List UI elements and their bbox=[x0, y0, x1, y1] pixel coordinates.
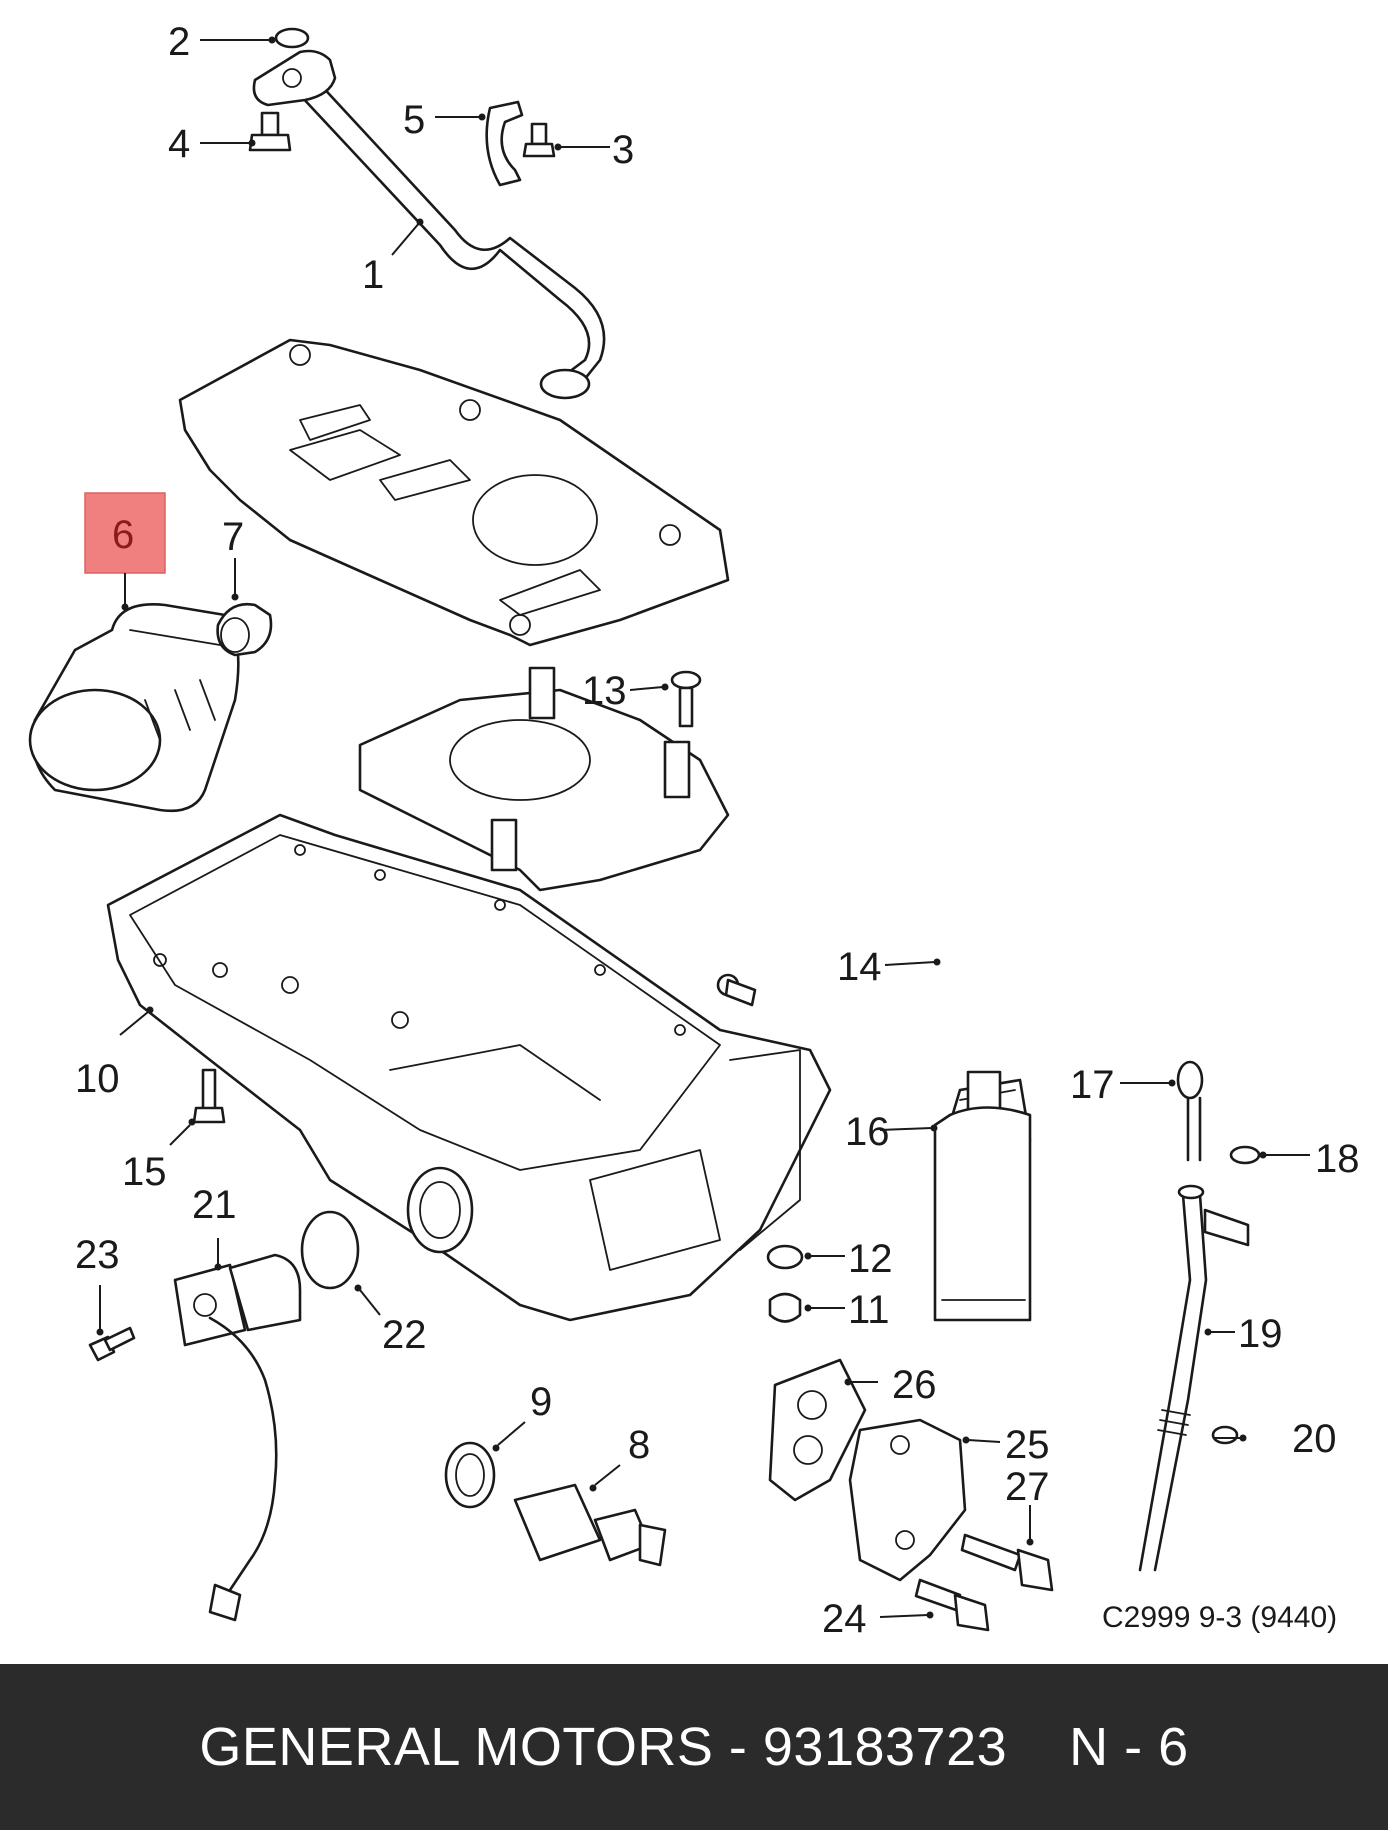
part-bolt-27 bbox=[960, 1533, 1054, 1592]
part-oil-pan bbox=[106, 813, 832, 1322]
part-sealant-tube-16 bbox=[933, 1070, 1032, 1322]
part-bolt-15 bbox=[192, 1068, 226, 1124]
label-7: 7 bbox=[222, 515, 244, 559]
part-baffle-upper bbox=[178, 338, 730, 647]
label-13: 13 bbox=[582, 669, 627, 713]
part-seal-9 bbox=[444, 1441, 496, 1509]
part-dipstick-17 bbox=[1176, 1060, 1204, 1162]
label-3: 3 bbox=[612, 128, 634, 172]
part-sensor-21 bbox=[173, 1253, 302, 1622]
part-bolt-3 bbox=[522, 122, 556, 158]
part-seal-22 bbox=[300, 1210, 360, 1290]
label-17: 17 bbox=[1070, 1063, 1115, 1107]
label-8: 8 bbox=[628, 1423, 650, 1467]
part-oil-pipe bbox=[252, 27, 606, 400]
part-bolt-4 bbox=[248, 111, 292, 152]
label-19: 19 bbox=[1238, 1312, 1283, 1356]
highlight-box bbox=[84, 492, 166, 574]
part-oring-18 bbox=[1229, 1145, 1261, 1165]
parts-diagram: 2 4 5 3 1 6 7 13 14 10 15 16 17 18 12 11… bbox=[28, 20, 1360, 1641]
part-washer-12 bbox=[766, 1244, 804, 1270]
label-4: 4 bbox=[168, 122, 190, 166]
part-labels: 2 4 5 3 1 6 7 13 14 10 15 16 17 18 12 11… bbox=[75, 20, 1360, 1641]
part-baffle-lower bbox=[358, 666, 730, 892]
part-plug-11 bbox=[768, 1292, 802, 1323]
label-6: 6 bbox=[112, 513, 134, 557]
label-10: 10 bbox=[75, 1057, 120, 1101]
part-bolt-pan bbox=[716, 973, 757, 1007]
part-oring-20 bbox=[1211, 1425, 1239, 1445]
label-2: 2 bbox=[168, 20, 190, 64]
footer-bar: GENERAL MOTORS - 93183723 N - 6 bbox=[0, 1664, 1388, 1830]
label-9: 9 bbox=[530, 1380, 552, 1424]
part-nipple-7 bbox=[216, 602, 273, 657]
label-12: 12 bbox=[848, 1237, 893, 1281]
label-26: 26 bbox=[892, 1363, 937, 1407]
label-20: 20 bbox=[1292, 1417, 1337, 1461]
part-bolt-13 bbox=[670, 670, 702, 728]
label-22: 22 bbox=[382, 1313, 427, 1357]
part-oil-filter bbox=[28, 603, 240, 813]
label-14: 14 bbox=[837, 945, 882, 989]
label-11: 11 bbox=[848, 1288, 890, 1332]
part-housing-25 bbox=[848, 1418, 967, 1582]
label-21: 21 bbox=[192, 1183, 237, 1227]
label-15: 15 bbox=[122, 1150, 167, 1194]
footer-text: GENERAL MOTORS - 93183723 N - 6 bbox=[199, 1717, 1189, 1777]
part-sensor-8 bbox=[513, 1483, 667, 1567]
label-27: 27 bbox=[1005, 1465, 1050, 1509]
label-24: 24 bbox=[822, 1597, 867, 1641]
label-23: 23 bbox=[75, 1233, 120, 1277]
part-bracket-5 bbox=[485, 100, 524, 187]
part-bolt-24 bbox=[914, 1578, 990, 1632]
label-5: 5 bbox=[403, 98, 425, 142]
part-gasket-26 bbox=[768, 1358, 867, 1502]
label-25: 25 bbox=[1005, 1423, 1050, 1467]
label-18: 18 bbox=[1315, 1137, 1360, 1181]
part-dipstick-tube-19 bbox=[1138, 1184, 1250, 1572]
label-16: 16 bbox=[845, 1110, 890, 1154]
drawing-code: C2999 9-3 (9440) bbox=[1102, 1601, 1337, 1634]
leader-lines bbox=[96, 36, 1310, 1619]
part-bolt-23 bbox=[88, 1326, 136, 1362]
label-1: 1 bbox=[362, 253, 384, 297]
